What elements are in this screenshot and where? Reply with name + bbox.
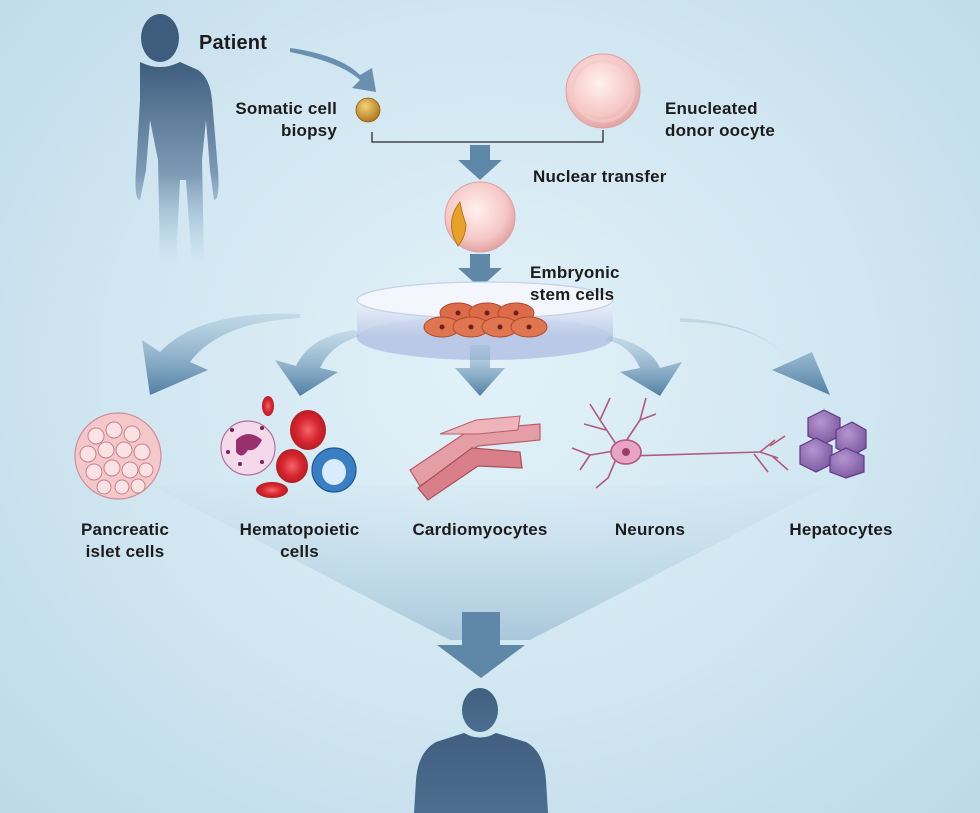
patient-silhouette-bottom — [414, 688, 548, 813]
oocyte-label-line-1: Enucleated — [665, 99, 758, 118]
petri-dish — [356, 281, 614, 360]
neurons-line-1: Neurons — [614, 520, 686, 539]
branch-arrows — [142, 313, 830, 396]
fused-cell — [444, 181, 516, 253]
down-arrow-stem-cells — [458, 254, 502, 288]
embryonic-stem-cells-label: Embryonic stem cells — [530, 262, 620, 306]
patient-to-biopsy-arrow — [290, 48, 376, 92]
neuron-illustration — [571, 397, 789, 489]
pancreatic-line-1: Pancreatic — [81, 520, 169, 539]
hematopoietic-cells-label: Hematopoietic cells — [212, 519, 387, 563]
enucleated-donor-oocyte-label: Enucleated donor oocyte — [665, 98, 775, 142]
convergence-funnel — [150, 485, 830, 640]
arrow-to-hepatocytes — [680, 318, 830, 395]
cardiomyocytes-line-1: Cardiomyocytes — [412, 520, 548, 539]
somatic-label-line-2: biopsy — [281, 121, 337, 140]
somatic-cell — [355, 97, 381, 123]
hepatocytes-line-1: Hepatocytes — [789, 520, 893, 539]
down-arrow-nuclear-transfer — [458, 145, 502, 180]
hepatocytes-illustration — [799, 409, 867, 479]
somatic-cell-biopsy-label: Somatic cell biopsy — [213, 98, 337, 142]
arrow-to-neurons — [606, 336, 682, 396]
neurons-label: Neurons — [600, 519, 700, 541]
arrow-to-cardiomyocytes — [455, 345, 505, 396]
nuclear-transfer-label: Nuclear transfer — [533, 167, 667, 186]
hematopoietic-illustration — [220, 396, 357, 498]
somatic-label-line-1: Somatic cell — [235, 99, 337, 118]
hematopoietic-line-1: Hematopoietic — [239, 520, 360, 539]
oocyte-label-line-2: donor oocyte — [665, 121, 776, 140]
patient-silhouette-top — [135, 14, 219, 265]
donor-oocyte — [565, 53, 641, 129]
arrow-to-pancreatic — [142, 313, 300, 395]
pancreatic-islet-illustration — [74, 412, 162, 500]
cardiomyocytes-illustration — [409, 415, 541, 501]
stem-label-line-1: Embryonic — [530, 263, 620, 282]
hepatocytes-label: Hepatocytes — [766, 519, 916, 541]
arrow-to-hematopoietic — [275, 330, 360, 396]
stem-label-line-2: stem cells — [530, 285, 615, 304]
final-down-arrow — [437, 612, 525, 678]
hematopoietic-line-2: cells — [280, 542, 319, 561]
pancreatic-line-2: islet cells — [85, 542, 165, 561]
pancreatic-islet-cells-label: Pancreatic islet cells — [55, 519, 195, 563]
stem-cell-cluster — [423, 302, 548, 338]
joining-bracket — [371, 130, 604, 143]
patient-label: Patient — [199, 32, 268, 54]
cardiomyocytes-label: Cardiomyocytes — [392, 519, 568, 541]
